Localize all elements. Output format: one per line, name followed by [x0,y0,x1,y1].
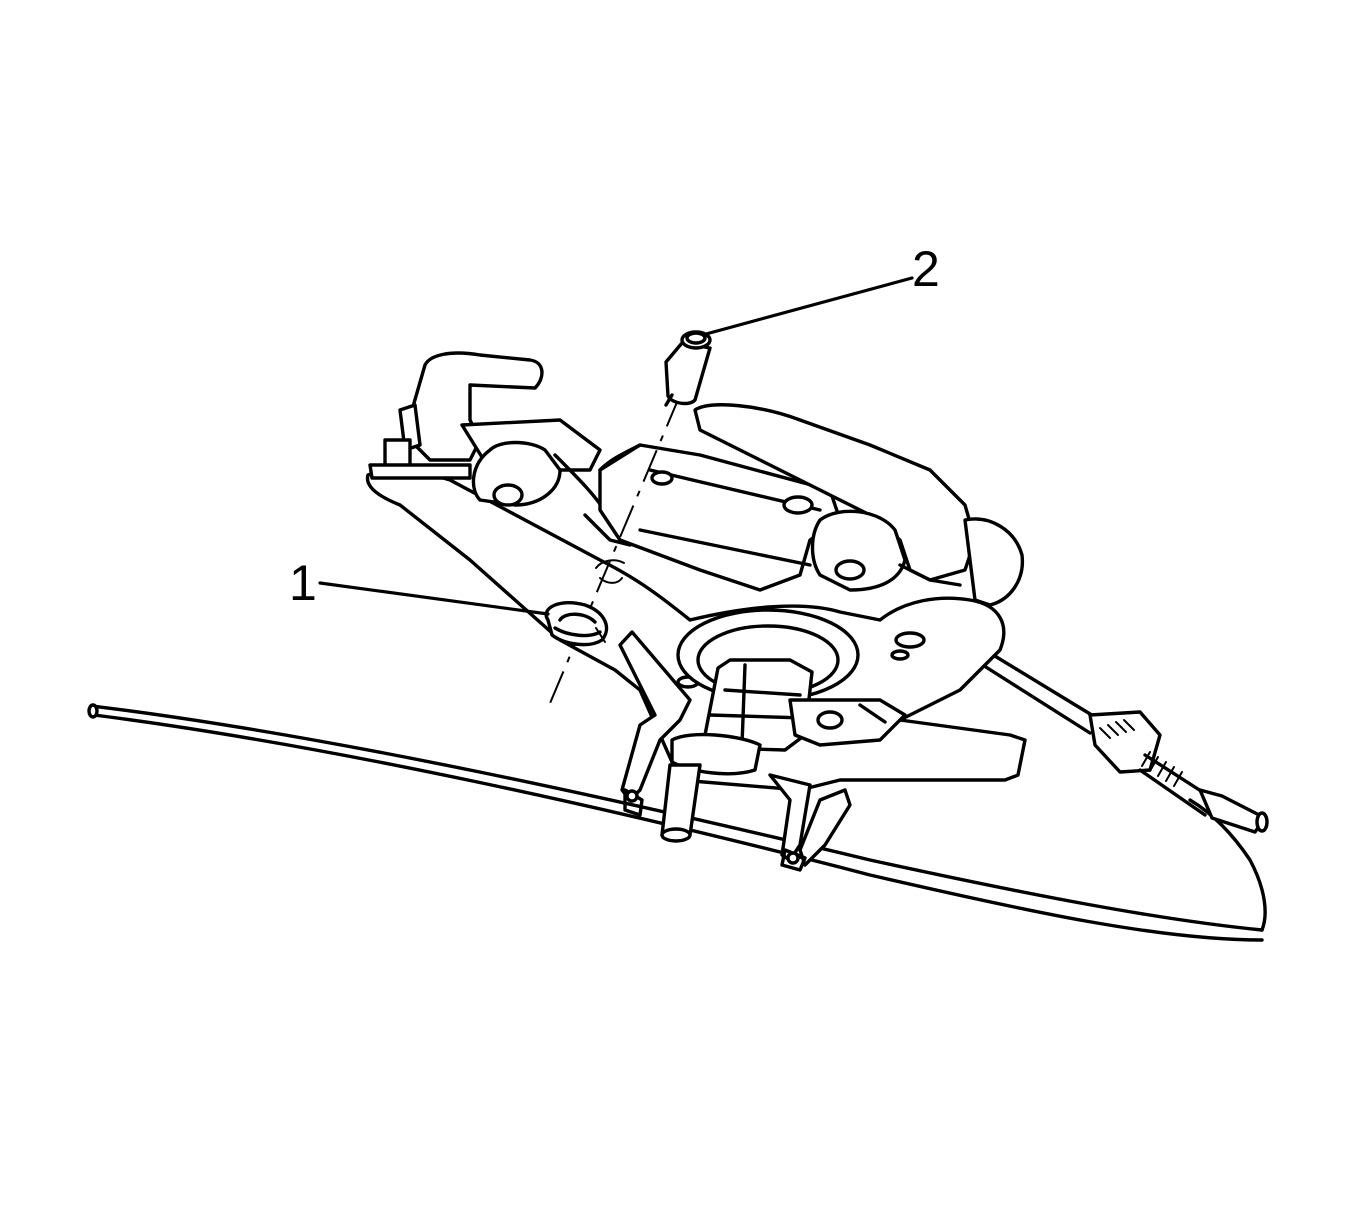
left-mounting-leg [618,630,692,817]
cable-assembly [976,648,1269,834]
body-panel-edge [87,703,1267,942]
center-bracket [583,443,842,592]
retaining-clip-icon [544,601,609,647]
right-latch-arm [693,403,1025,607]
right-mounting-leg [768,773,852,872]
exploded-view-axis [547,394,681,709]
callout-2-leader [704,276,914,336]
callout-label-1: 1 [289,555,317,611]
center-hub [660,608,907,843]
left-latch-arm [368,351,612,522]
callout-label-2: 2 [912,241,940,297]
callout-1-leader [318,581,550,616]
pivot-pin-icon [664,330,712,407]
